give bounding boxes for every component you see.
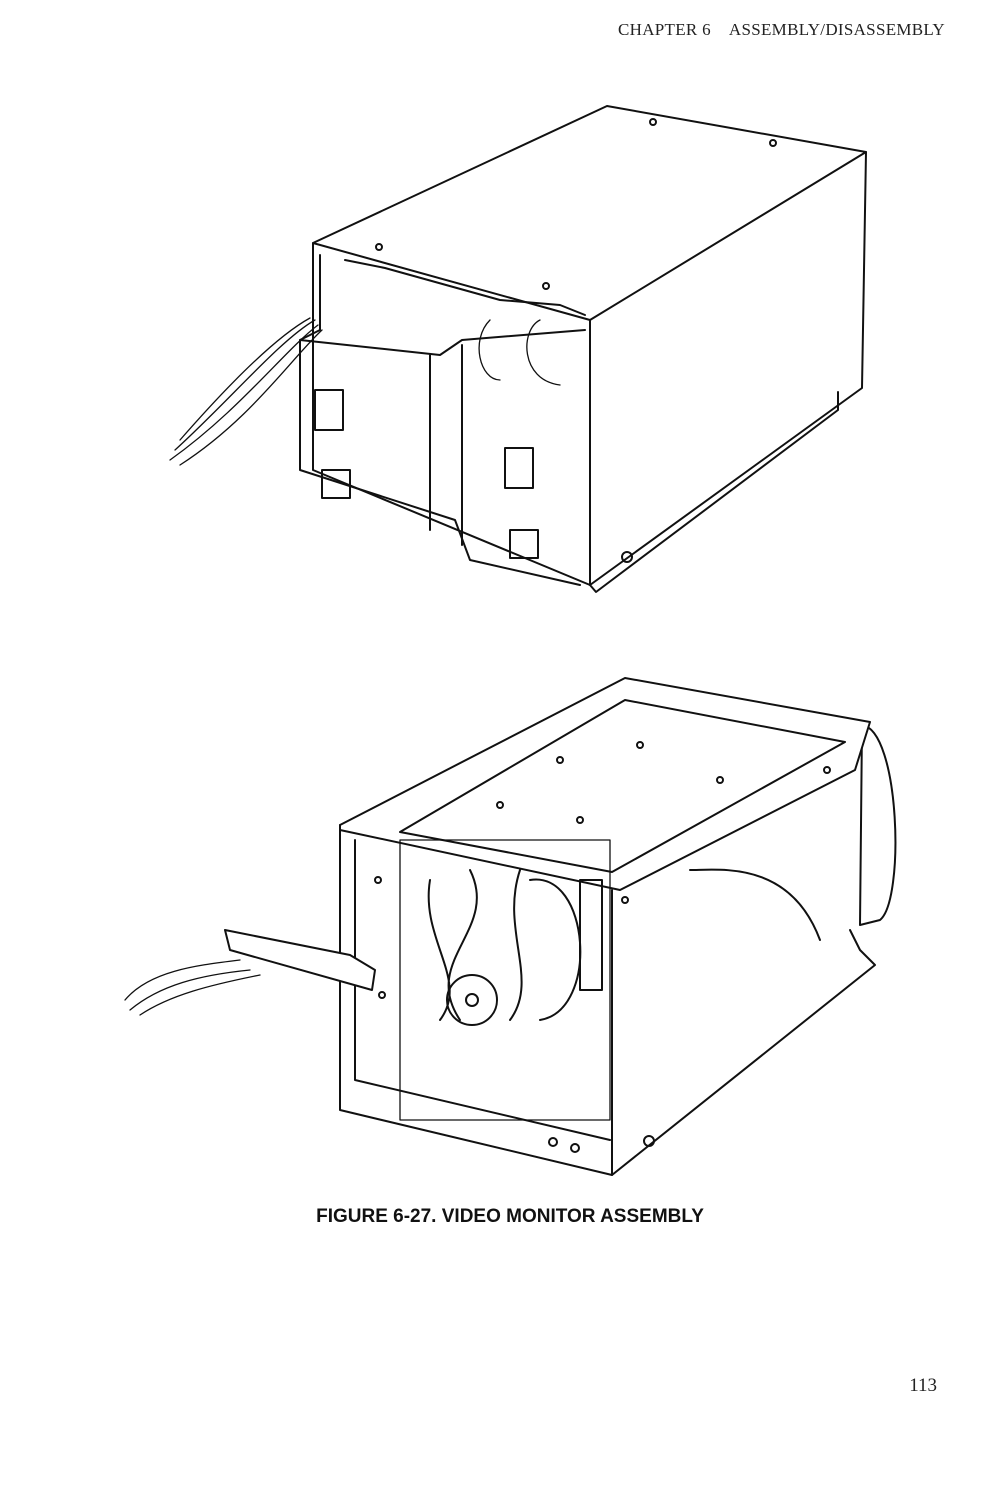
running-header: CHAPTER 6 ASSEMBLY/DISASSEMBLY xyxy=(600,20,945,40)
monitor-chassis-drawing xyxy=(124,677,897,1176)
monitor-housing-drawing xyxy=(169,105,867,593)
figure-caption: FIGURE 6-27. VIDEO MONITOR ASSEMBLY xyxy=(316,1206,704,1227)
chapter-label: CHAPTER 6 xyxy=(618,20,711,39)
page-number: 113 xyxy=(909,1375,937,1396)
section-label: ASSEMBLY/DISASSEMBLY xyxy=(728,20,945,39)
